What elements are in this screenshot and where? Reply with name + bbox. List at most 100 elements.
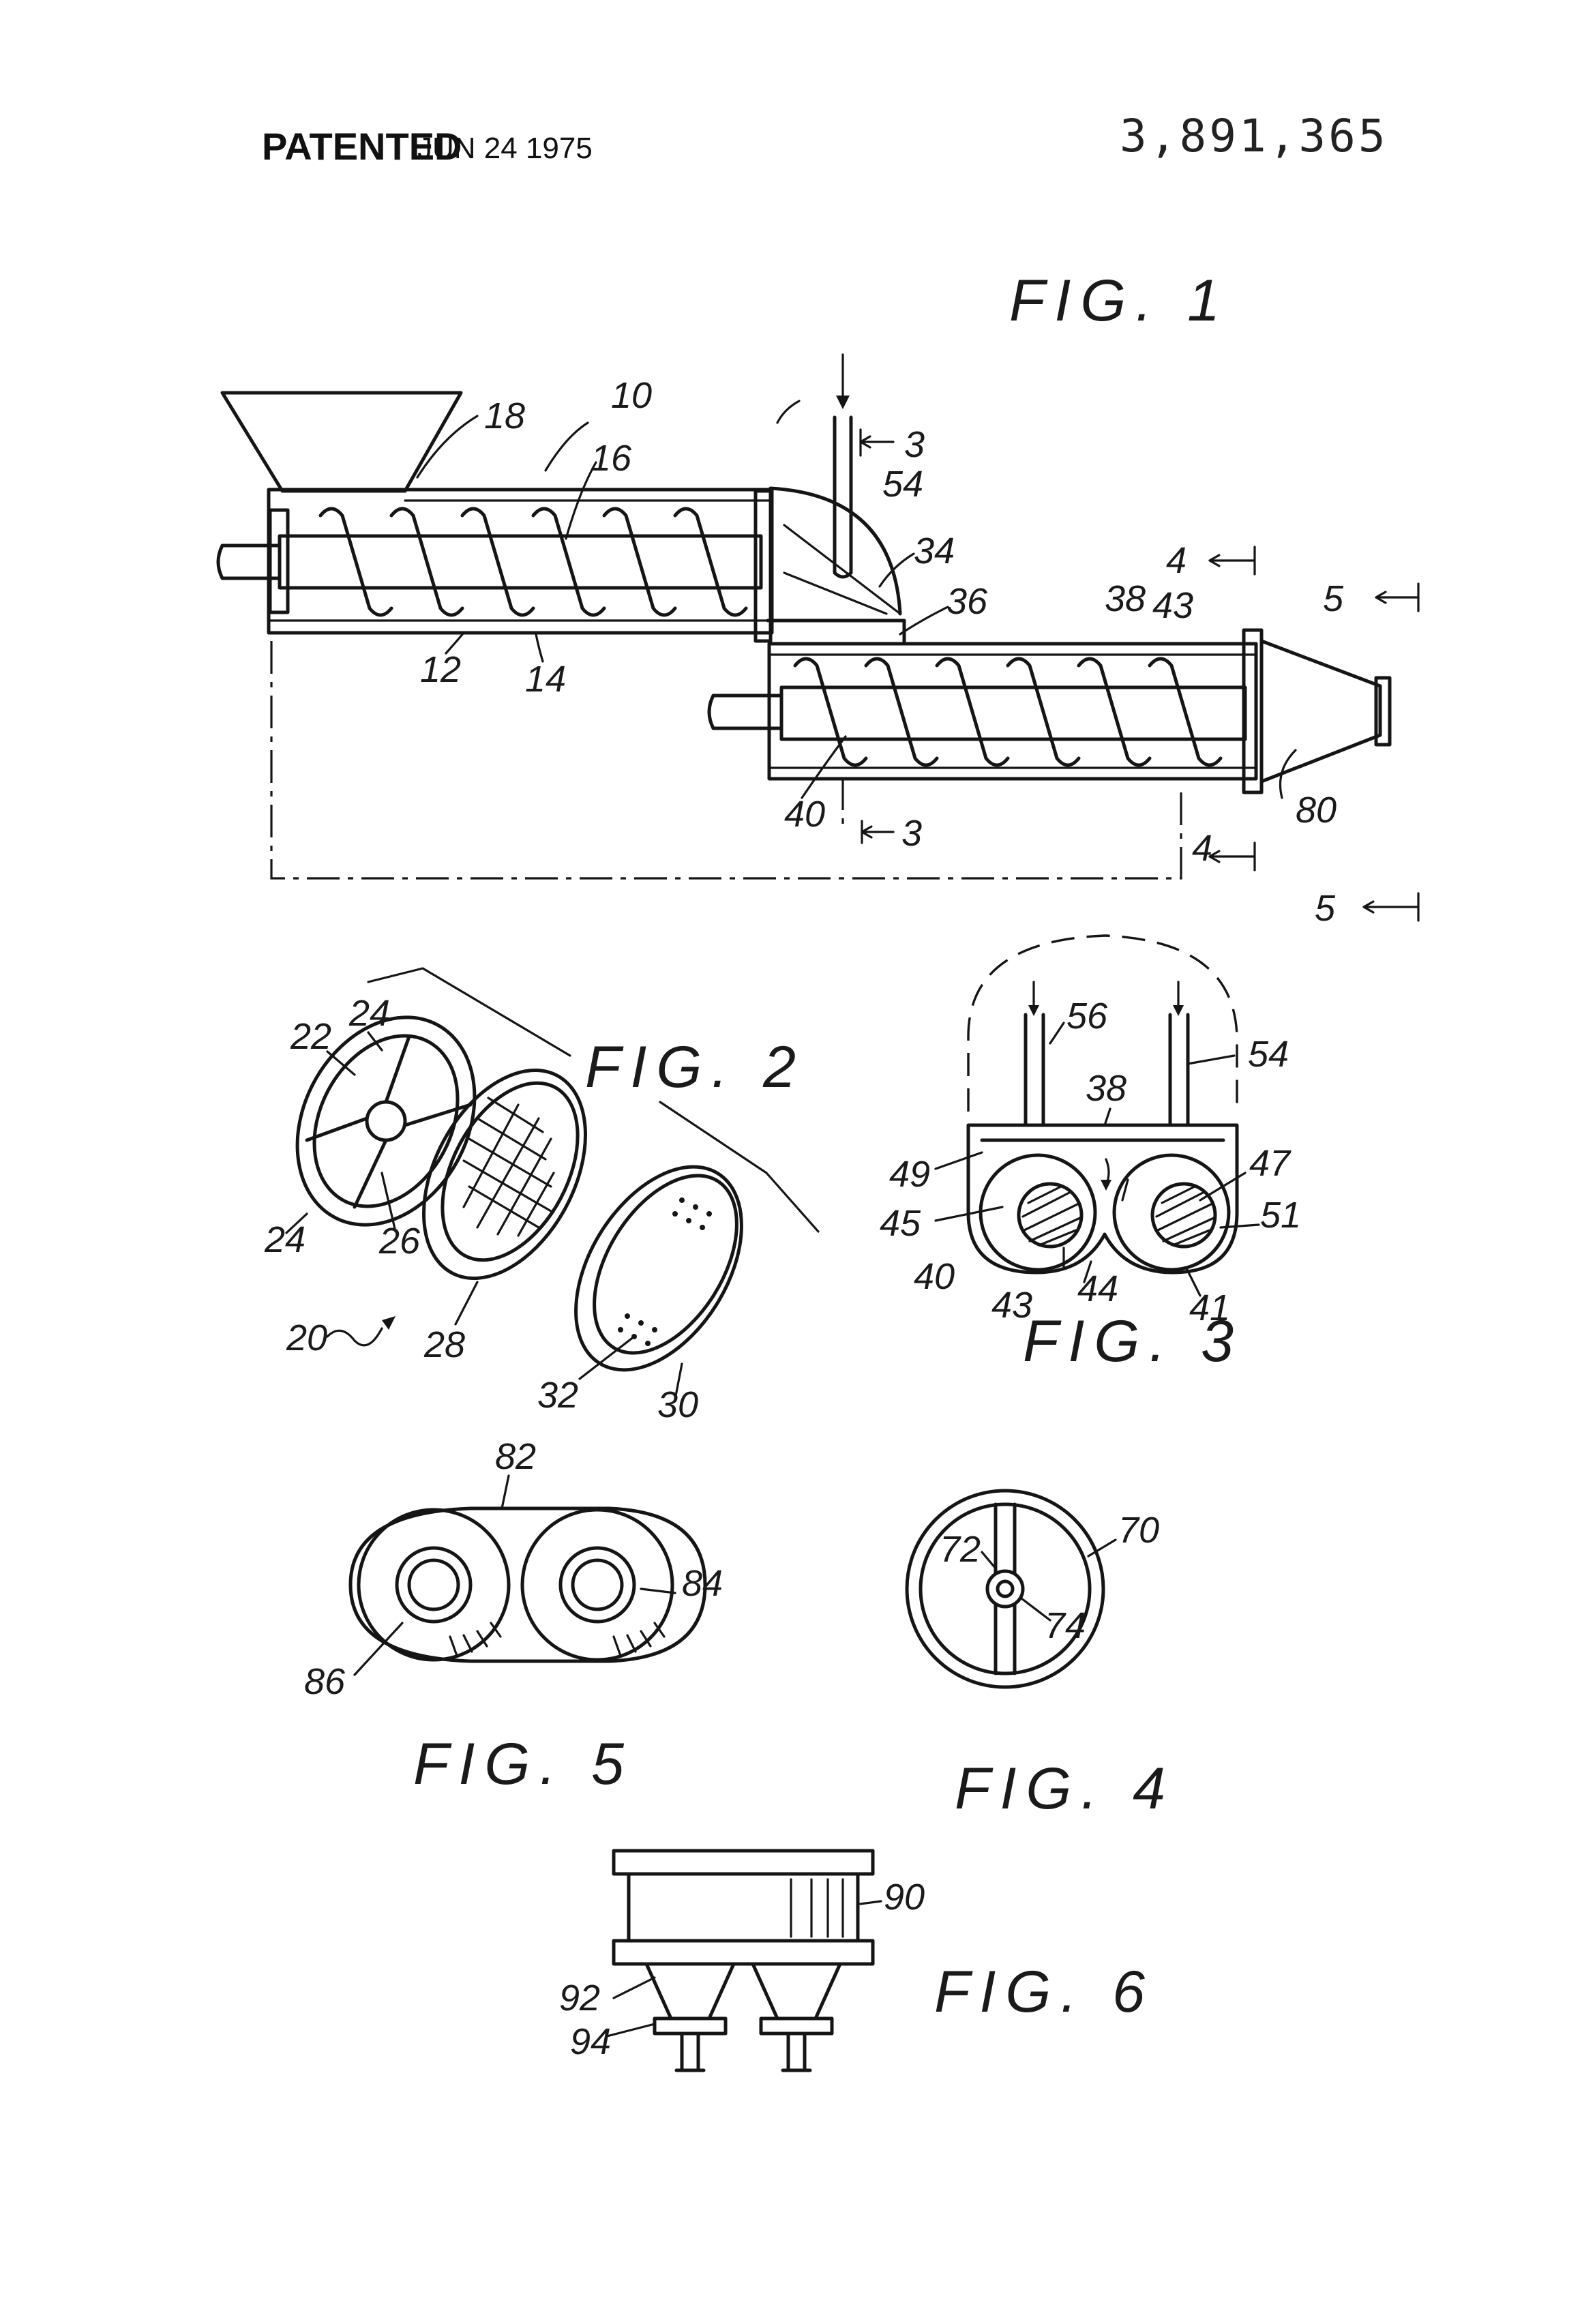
- second-barrel-38: [767, 642, 1258, 781]
- fig5-label: FIG. 5: [413, 1731, 633, 1797]
- ref-56: 56: [1066, 996, 1108, 1037]
- ref-49: 49: [889, 1154, 930, 1195]
- fig3-phantom-hood: [967, 934, 1238, 1112]
- ref-22: 22: [290, 1016, 331, 1057]
- radial-web-72: [994, 1502, 1017, 1675]
- transfer-chamber-34: [768, 486, 902, 616]
- fig1-drawing: FIG. 1: [216, 268, 1420, 929]
- housing-90-shading: [790, 1878, 844, 1938]
- housing-top-flange: [612, 1849, 875, 1876]
- rotation-arrowhead: [1101, 1180, 1111, 1191]
- ref-s3b: 3: [901, 813, 922, 854]
- nozzle-94: [674, 2031, 706, 2072]
- breaker-hub-26: [365, 1100, 407, 1142]
- ref-86: 86: [304, 1661, 346, 1702]
- ref-47: 47: [1249, 1143, 1292, 1184]
- housing-90: [627, 1872, 860, 1943]
- screen-mesh-rim: [441, 1081, 580, 1262]
- ref-43b: 43: [991, 1285, 1032, 1326]
- die-hole-right: [571, 1558, 624, 1611]
- ref-s3a: 3: [904, 424, 925, 465]
- rotation-mark: [1121, 1178, 1129, 1202]
- fig1-label: FIG. 1: [1009, 268, 1229, 333]
- ref-82: 82: [495, 1436, 536, 1477]
- ref-26: 26: [378, 1221, 421, 1262]
- first-screw-core: [278, 534, 763, 590]
- fig6-label: FIG. 6: [934, 1959, 1154, 2025]
- breaker-spokes-24: [305, 1034, 473, 1209]
- fig2-bracket-right: [659, 1101, 820, 1233]
- outlet-cone-92: [644, 1962, 736, 2021]
- ref-40: 40: [784, 794, 825, 835]
- second-barrel-hatch-lines: [768, 653, 1257, 769]
- ref-80: 80: [1296, 790, 1337, 831]
- plate-holes-32: [618, 1197, 712, 1346]
- ref-43: 43: [1152, 585, 1193, 626]
- ref-92: 92: [559, 1978, 600, 2018]
- fig2-label: FIG. 2: [585, 1034, 805, 1100]
- sheet-header: PATENTED JUN 24 1975 3,891,365: [262, 110, 1388, 168]
- fig3-label: FIG. 3: [1023, 1309, 1243, 1374]
- shaft-section-40: [1017, 1182, 1084, 1249]
- ref-70: 70: [1118, 1510, 1159, 1551]
- shaft-section-hatching: [1021, 1185, 1215, 1247]
- fig3-drawing: FIG. 3 56 54 38 49 45 40 43 44 41 4: [880, 934, 1301, 1374]
- section-markers: [859, 428, 1420, 922]
- transfer-chamber-detail: [783, 524, 901, 615]
- fig6-drawing: FIG. 6 90 92 94: [559, 1849, 1154, 2072]
- ref-54b: 54: [1248, 1034, 1289, 1075]
- breaker-plate-70-inner: [919, 1502, 1092, 1675]
- ref-54: 54: [882, 464, 923, 505]
- patent-number: 3,891,365: [1120, 110, 1388, 162]
- first-shaft-14: [216, 543, 282, 580]
- fig1-base-phantom-line: [270, 641, 1182, 880]
- ref-s4a: 4: [1166, 540, 1186, 581]
- ref-s5a: 5: [1323, 578, 1344, 619]
- twin-die-plate-82: [348, 1506, 707, 1663]
- hub-74-bore: [996, 1579, 1015, 1598]
- ref-90: 90: [884, 1877, 925, 1918]
- ref-24a: 24: [348, 993, 390, 1034]
- die-ring-left: [395, 1546, 473, 1624]
- injection-pipe-54: [833, 415, 853, 579]
- ref-38b: 38: [1086, 1068, 1126, 1109]
- first-barrel-hatch-lines: [267, 499, 773, 622]
- fig3-leader-lines: [934, 1022, 1260, 1297]
- ref-41: 41: [1189, 1287, 1230, 1328]
- fig5-shading: [449, 1622, 666, 1657]
- breaker-plate-inner-rim: [312, 1034, 460, 1208]
- ref-18: 18: [484, 396, 525, 436]
- housing-bottom-flange: [612, 1939, 875, 1966]
- ref-34: 34: [914, 531, 955, 571]
- die-hole-left: [407, 1558, 460, 1611]
- twin-barrel-housing-38: [966, 1123, 1239, 1275]
- die-end-cap: [1374, 676, 1392, 747]
- ref-10: 10: [611, 375, 652, 416]
- patent-date: JUN 24 1975: [417, 132, 593, 165]
- ref-32: 32: [537, 1375, 578, 1416]
- die-bore-86: [357, 1508, 511, 1662]
- first-end-plate: [268, 508, 290, 614]
- second-shaft: [707, 694, 783, 730]
- ref-72: 72: [940, 1529, 981, 1570]
- ref-14: 14: [525, 659, 566, 700]
- assembly-20-squiggle: [326, 1327, 383, 1347]
- fig1-leader-lines: [416, 400, 1297, 799]
- hopper-18: [220, 391, 463, 493]
- second-screw-core-40: [779, 685, 1247, 741]
- assembly-20-arrowhead: [382, 1316, 395, 1330]
- patented-stamp: PATENTED: [262, 125, 462, 168]
- hub-74: [985, 1569, 1025, 1609]
- fig5-leader-lines: [353, 1474, 676, 1676]
- fig4-drawing: FIG. 4 70 72 74: [905, 1489, 1165, 1821]
- injection-pipe-56: [1024, 1013, 1045, 1126]
- ref-45: 45: [880, 1203, 921, 1244]
- second-screw-flights-43: [793, 657, 1223, 767]
- fig2-drawing: FIG. 2 22 24 24 26 20 28: [264, 967, 820, 1425]
- nozzle-collar-left: [653, 2016, 728, 2036]
- ref-94: 94: [570, 2021, 611, 2062]
- ref-51: 51: [1260, 1195, 1301, 1236]
- first-barrel-12: [267, 488, 774, 635]
- ref-74: 74: [1045, 1605, 1086, 1646]
